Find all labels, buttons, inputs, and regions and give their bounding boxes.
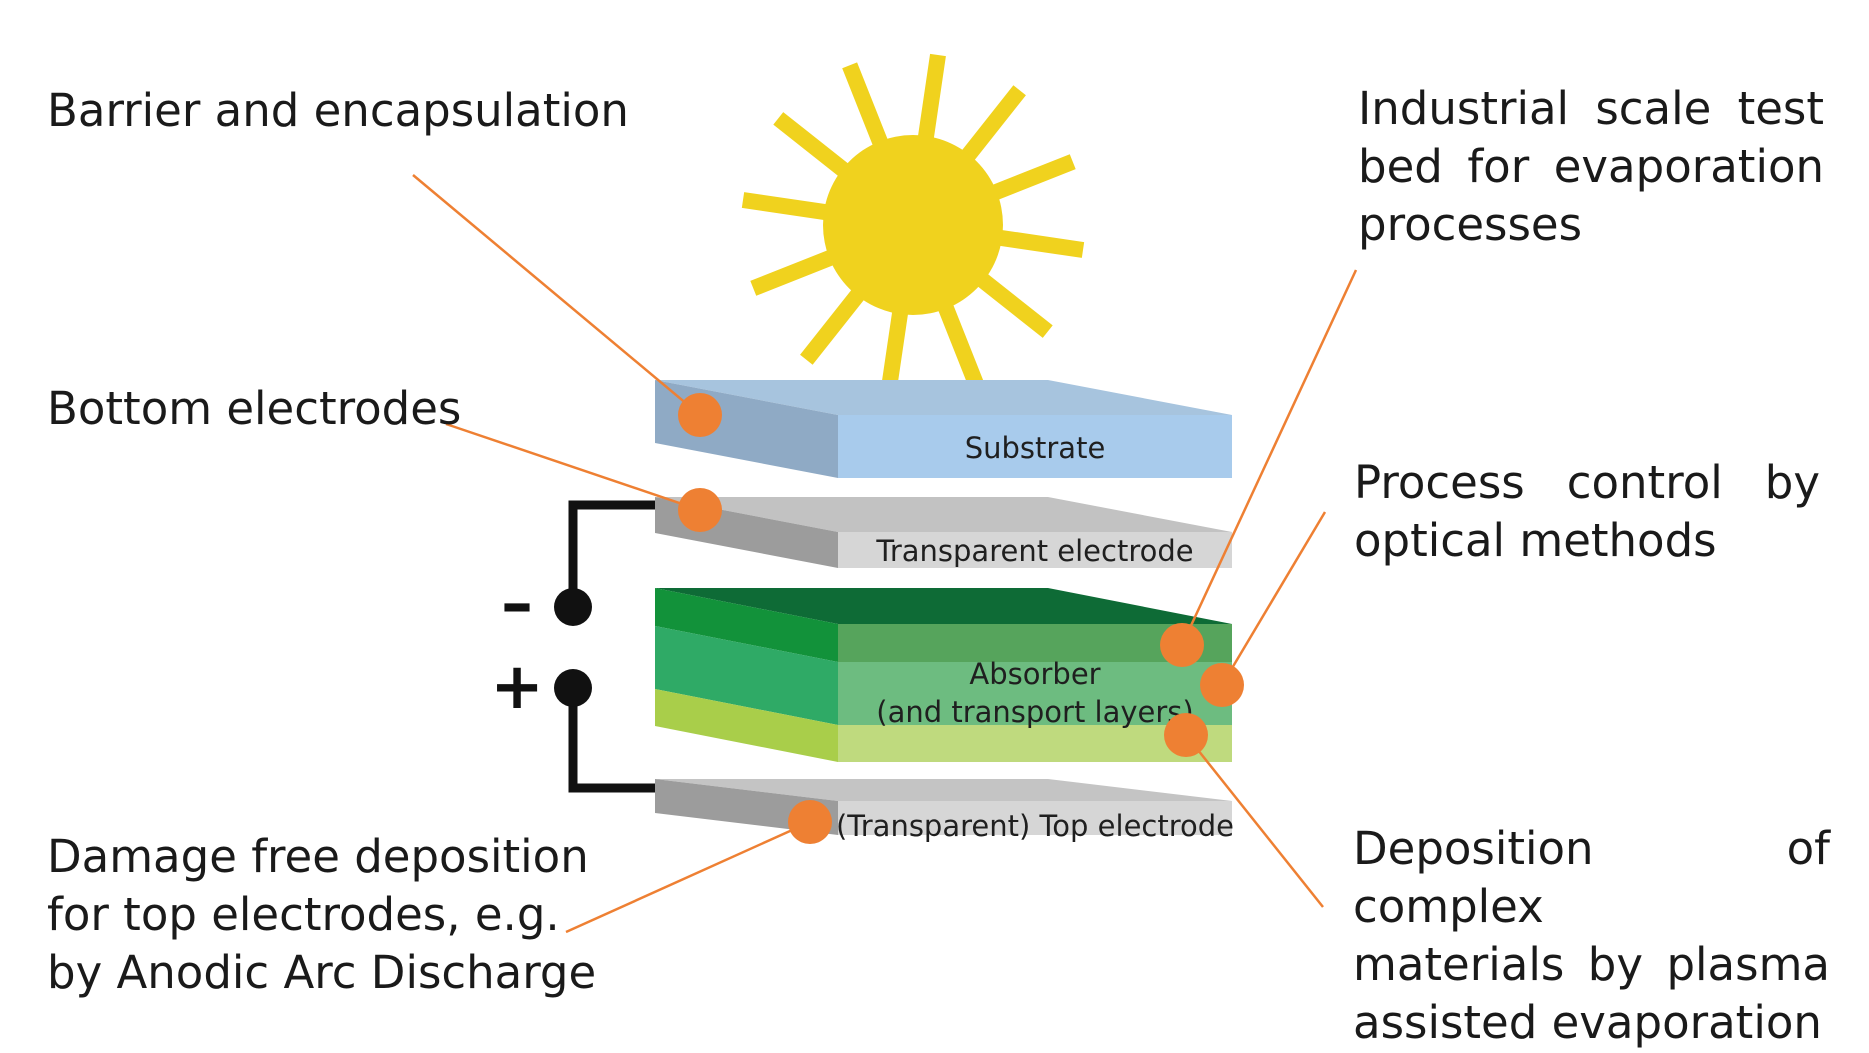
top-electrode-marker: [788, 800, 832, 844]
damage-free-callout: Damage free deposition for top electrode…: [47, 828, 596, 1002]
callout-leader-lines: [412, 174, 1358, 934]
callout-line: by Anodic Arc Discharge: [47, 946, 597, 999]
substrate-layer: Substrate: [655, 380, 1232, 478]
process-control-callout: Process control by optical methods: [1354, 454, 1820, 570]
callout-line: Industrial scale test: [1358, 82, 1824, 135]
plus-terminal: [554, 669, 592, 707]
callout-line: assisted evaporation: [1353, 996, 1822, 1049]
transparent-electrode-layer: Transparent electrode: [655, 497, 1232, 568]
minus-sign: –: [501, 567, 533, 641]
callout-line: Bottom electrodes: [47, 382, 462, 435]
callout-line: bed for evaporation: [1358, 140, 1824, 193]
bottom-electrode-marker: [678, 488, 722, 532]
sun-icon: [741, 53, 1085, 397]
circuit-wires: [568, 500, 655, 793]
top-electrode-label: (Transparent) Top electrode: [836, 809, 1234, 843]
substrate-label: Substrate: [965, 431, 1106, 465]
complex-materials-callout: Deposition of complex materials by plasm…: [1353, 820, 1830, 1052]
callout-line: materials by plasma: [1353, 938, 1830, 991]
process-control-marker: [1200, 663, 1244, 707]
minus-terminal: [554, 588, 592, 626]
barrier-callout: Barrier and encapsulation: [47, 82, 629, 140]
callout-line: for top electrodes, e.g.: [47, 888, 560, 941]
plus-sign: +: [490, 650, 544, 724]
transport-layers-label: (and transport layers): [876, 695, 1194, 729]
callout-line: optical methods: [1354, 514, 1717, 567]
bottom-electrodes-callout: Bottom electrodes: [47, 380, 461, 438]
transparent-electrode-label: Transparent electrode: [875, 534, 1193, 568]
absorber-layer: Absorber (and transport layers): [655, 588, 1232, 762]
callout-line: Process control by: [1354, 456, 1820, 509]
test-bed-marker: [1160, 623, 1204, 667]
barrier-marker: [678, 393, 722, 437]
absorber-label: Absorber: [969, 657, 1100, 691]
callout-line: processes: [1358, 198, 1583, 251]
callout-line: Barrier and encapsulation: [47, 84, 629, 137]
callout-line: Damage free deposition: [47, 830, 589, 883]
callout-line: Deposition of complex: [1353, 822, 1830, 933]
industrial-test-bed-callout: Industrial scale test bed for evaporatio…: [1358, 80, 1824, 254]
complex-materials-marker: [1164, 713, 1208, 757]
callout-markers: [678, 393, 1244, 844]
top-electrode-layer: (Transparent) Top electrode: [655, 779, 1234, 843]
